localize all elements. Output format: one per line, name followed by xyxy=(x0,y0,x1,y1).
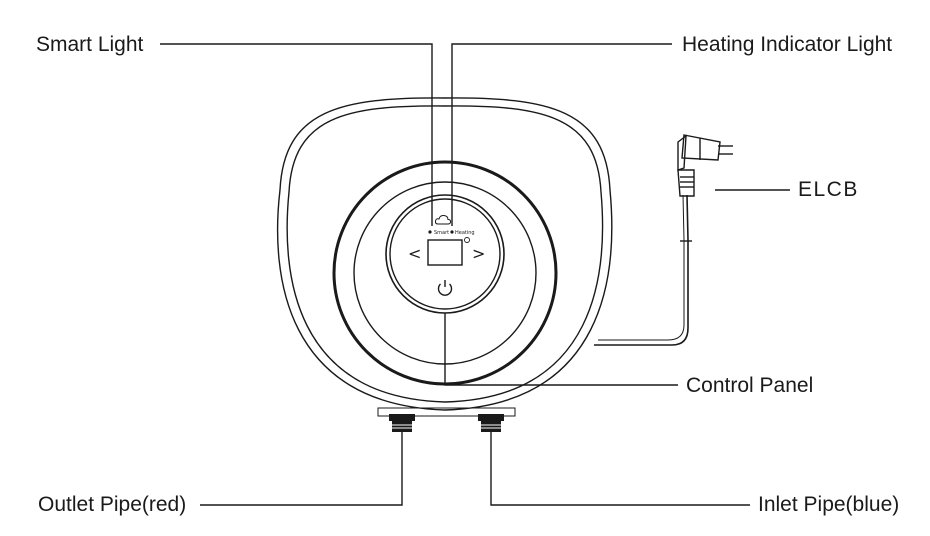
power-icon xyxy=(437,280,453,296)
leader-inlet-pipe xyxy=(490,432,750,506)
leader-smart-light xyxy=(160,43,433,226)
leader-control-panel xyxy=(444,313,678,386)
leader-heating-light xyxy=(451,43,672,226)
heater-body-outer xyxy=(276,97,613,411)
timer-icon xyxy=(464,237,470,243)
plug-icon xyxy=(677,134,733,197)
label-heating-indicator-light: Heating Indicator Light xyxy=(682,33,893,56)
smart-text: Smart xyxy=(434,230,449,236)
power-cord-inner xyxy=(598,194,685,341)
pipe-base xyxy=(377,407,516,417)
smart-indicator-dot xyxy=(428,230,432,234)
display-screen xyxy=(427,239,463,266)
heating-text: Heating xyxy=(455,230,475,236)
label-outlet-pipe: Outlet Pipe(red) xyxy=(38,493,187,516)
label-smart-light: Smart Light xyxy=(36,33,144,56)
inlet-pipe-fitting xyxy=(478,414,504,432)
outlet-pipe-fitting xyxy=(389,414,415,432)
left-arrow-button[interactable]: < xyxy=(408,244,421,263)
heating-indicator-dot xyxy=(450,230,454,234)
cloud-icon xyxy=(434,214,452,225)
label-control-panel: Control Panel xyxy=(686,374,814,397)
label-elcb: ELCB xyxy=(798,178,859,201)
power-cord xyxy=(594,194,689,346)
control-panel-ring-inner xyxy=(389,198,501,310)
heater-body-inner xyxy=(286,105,604,403)
leader-outlet-pipe xyxy=(200,432,403,506)
label-inlet-pipe: Inlet Pipe(blue) xyxy=(758,493,900,516)
right-arrow-button[interactable]: > xyxy=(472,244,485,263)
